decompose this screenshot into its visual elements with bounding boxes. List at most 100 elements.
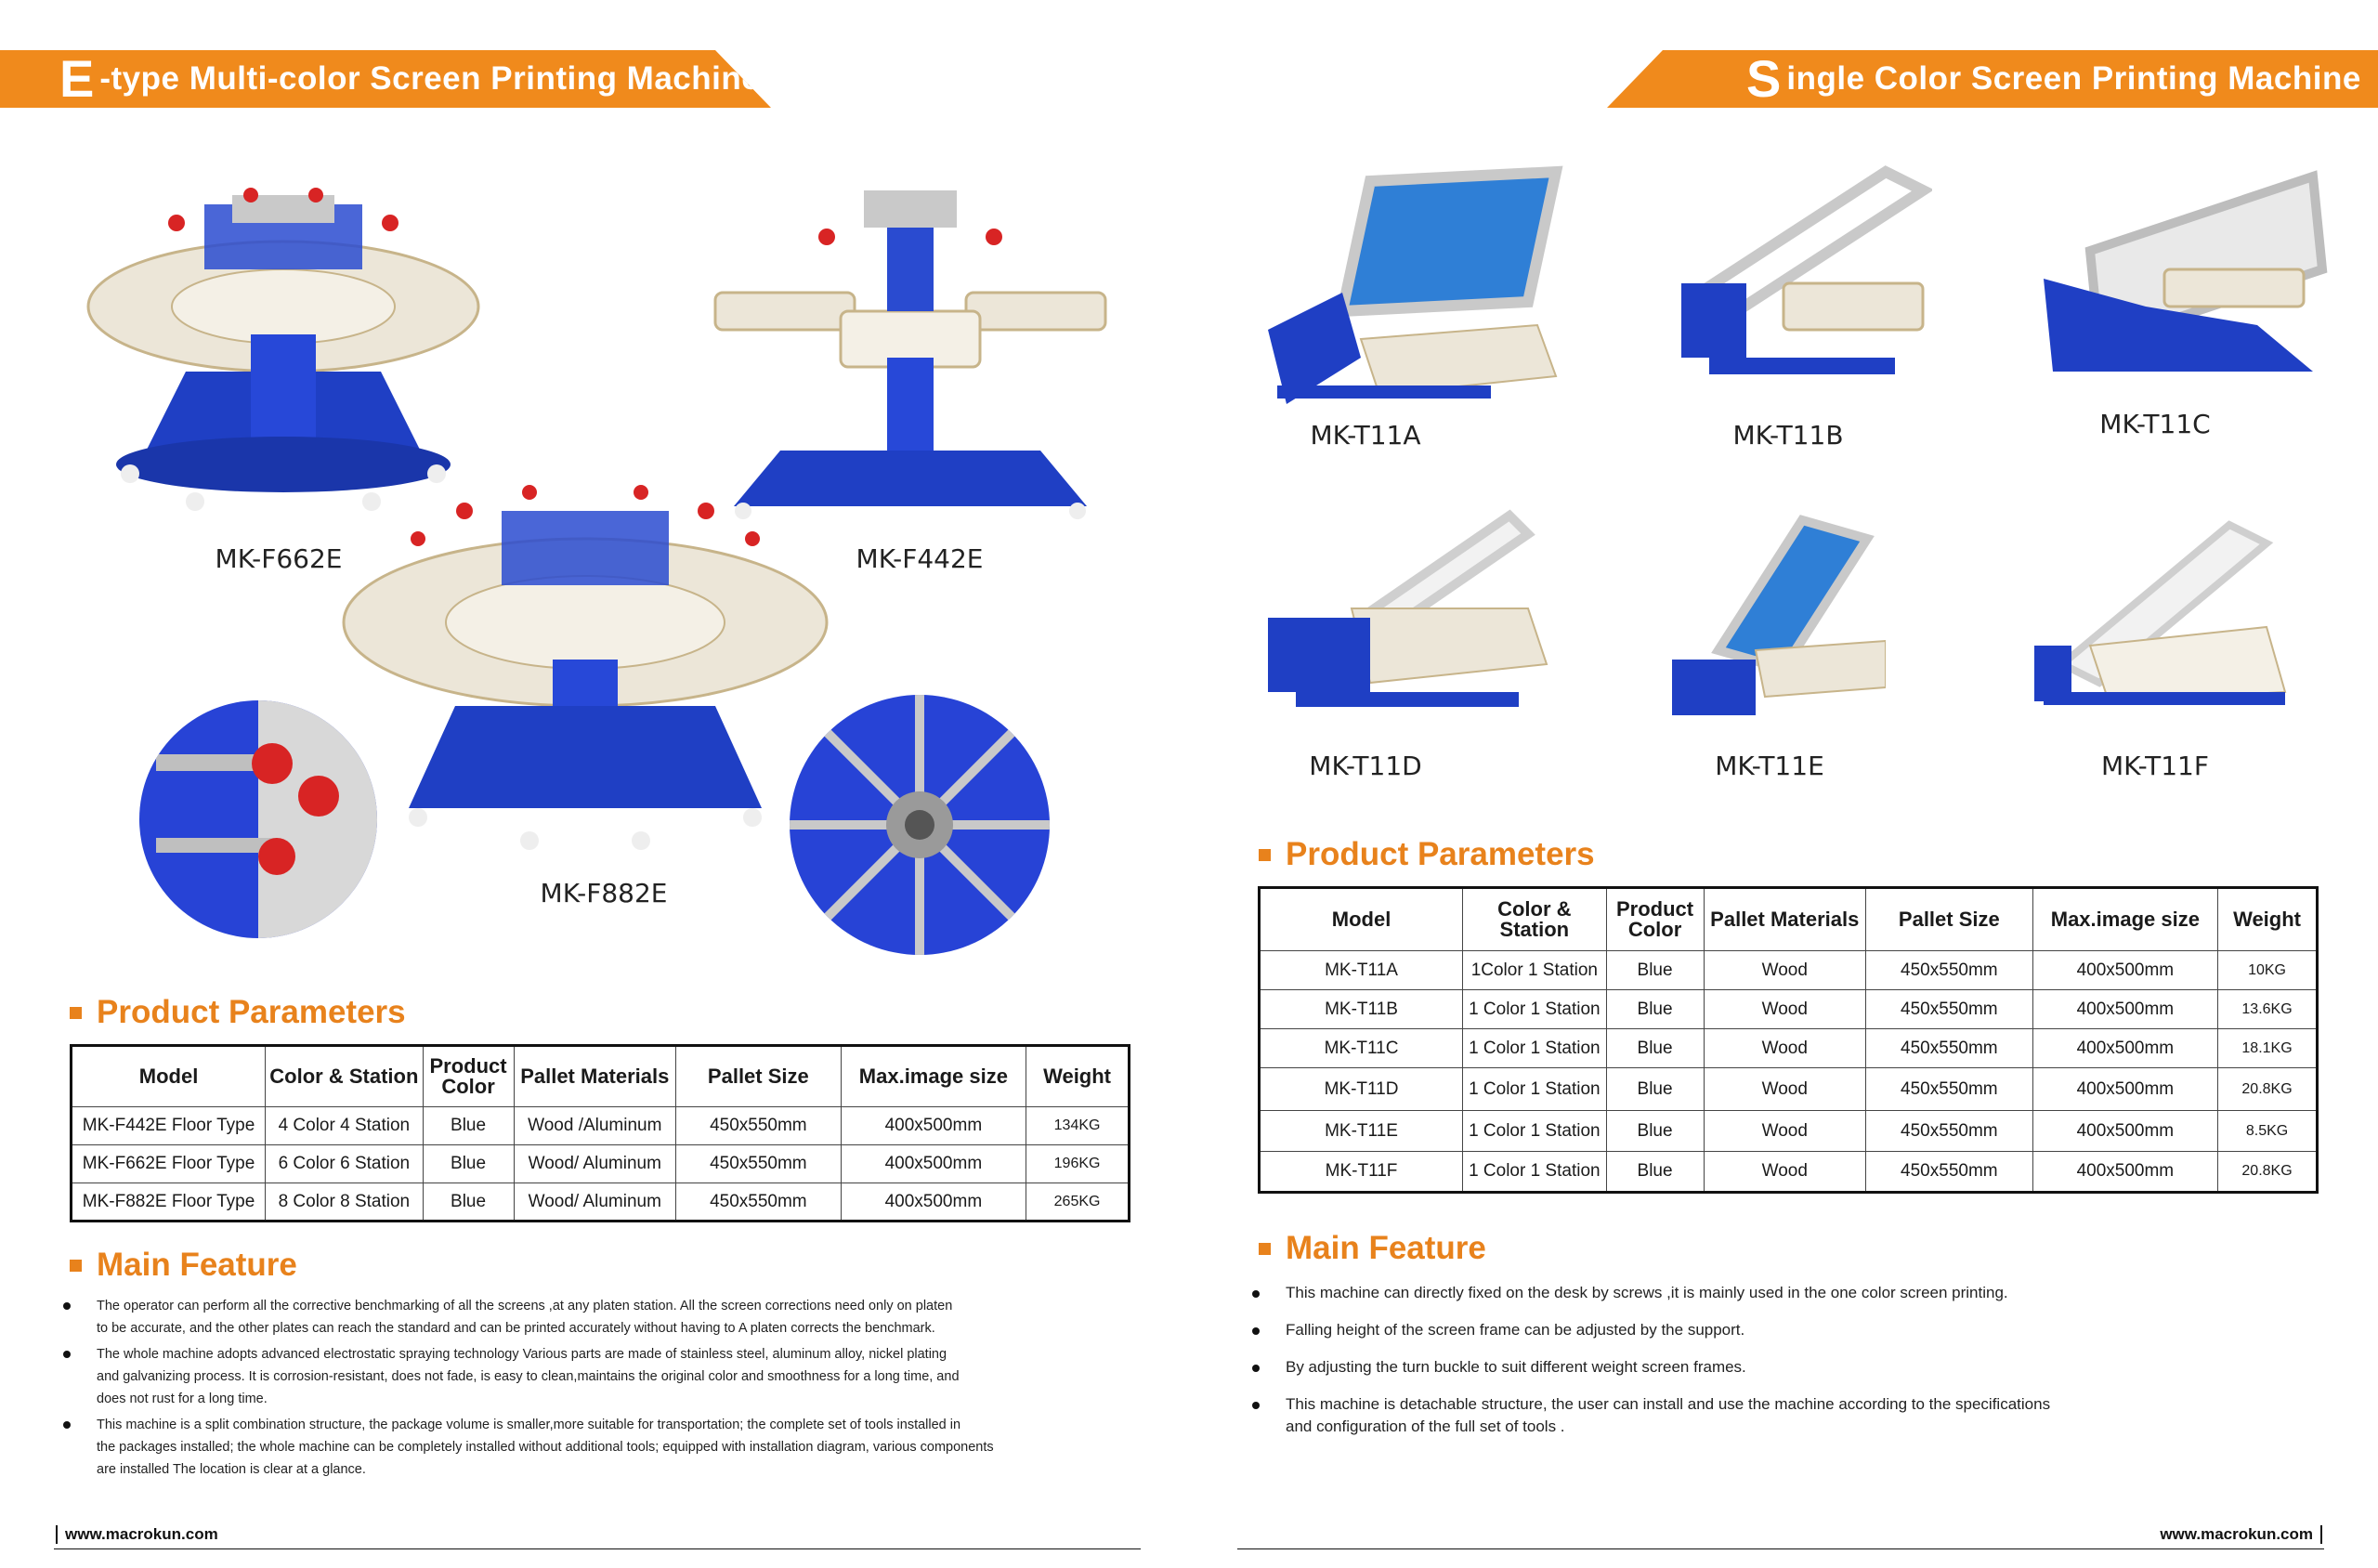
cell: Blue [1605,1067,1705,1111]
table-row: MK-T11D 1 Color 1 Station Blue Wood 450x… [1258,1067,2318,1111]
left-footer-line [54,1548,1141,1549]
list-item: This machine is a split combination stru… [59,1414,1128,1481]
col-header: Pallet Materials [1703,887,1867,951]
cell: 4 Color 4 Station [265,1106,424,1145]
table-row: MK-T11F 1 Color 1 Station Blue Wood 450x… [1258,1151,2318,1193]
model-label-f882e: MK-F882E [540,878,668,908]
cell: 450x550mm [675,1106,842,1145]
right-params-table: Model Color & Station Product Color Pall… [1258,886,2319,1194]
right-params-title-text: Product Parameters [1286,836,1595,872]
col-header: Pallet Materials [513,1045,677,1107]
machine-image-f442e [706,172,1115,525]
cell: 400x500mm [2032,1110,2219,1152]
cell: MK-T11A [1258,950,1464,990]
cell: 20.8KG [2217,1151,2318,1193]
left-params-table: Model Color & Station Product Color Pall… [70,1044,1130,1222]
title-marker [70,1259,82,1272]
cell: Wood [1703,950,1867,990]
feature-line: the packages installed; the whole machin… [97,1440,994,1455]
cell: 400x500mm [840,1106,1027,1145]
machine-image-t11a [1259,163,1565,413]
left-params-title-text: Product Parameters [97,994,406,1030]
right-feature-title-text: Main Feature [1286,1230,1486,1266]
table-row: MK-F442E Floor Type 4 Color 4 Station Bl… [70,1106,1130,1145]
cell: Wood /Aluminum [513,1106,677,1145]
cell: 8 Color 8 Station [265,1183,424,1222]
cell: 400x500mm [2032,1028,2219,1068]
feature-line: The operator can perform all the correct… [97,1299,953,1313]
left-params-title: Product Parameters [70,994,406,1031]
col-header: Product Color [1605,887,1705,951]
cell: 18.1KG [2217,1028,2318,1068]
feature-line: to be accurate, and the other plates can… [97,1321,935,1336]
cell: 450x550mm [1865,989,2033,1029]
feature-line: and configuration of the full set of too… [1286,1418,1565,1435]
cell: MK-F662E Floor Type [70,1144,267,1183]
cell: 1 Color 1 Station [1462,989,1607,1029]
left-feature-title-text: Main Feature [97,1247,297,1283]
detail-image-hub [788,693,1052,957]
cell: 450x550mm [1865,1028,2033,1068]
machine-image-f662e [65,186,502,529]
cell: Wood [1703,1028,1867,1068]
cell: MK-T11C [1258,1028,1464,1068]
right-banner: S ingle Color Screen Printing Machine [1607,50,2378,108]
table-row: MK-F882E Floor Type 8 Color 8 Station Bl… [70,1183,1130,1222]
cell: Blue [1605,950,1705,990]
cell: 450x550mm [1865,950,2033,990]
col-header: Weight [1026,1045,1130,1107]
feature-line: are installed The location is clear at a… [97,1462,366,1477]
col-header: Product Color [422,1045,515,1107]
list-item: The operator can perform all the correct… [59,1295,1128,1339]
right-footer-line [1237,1548,2324,1549]
feature-line: does not rust for a long time. [97,1392,268,1406]
cell: 1 Color 1 Station [1462,1151,1607,1193]
col-header: Weight [2217,887,2318,951]
list-item: Falling height of the screen frame can b… [1248,1319,2317,1341]
cell: 20.8KG [2217,1067,2318,1111]
cell: MK-F882E Floor Type [70,1183,267,1222]
cell: 400x500mm [2032,950,2219,990]
cell: 400x500mm [2032,989,2219,1029]
cell: 1 Color 1 Station [1462,1110,1607,1152]
table-row: MK-F662E Floor Type 6 Color 6 Station Bl… [70,1144,1130,1183]
table-row: MK-T11E 1 Color 1 Station Blue Wood 450x… [1258,1110,2318,1152]
left-banner: E -type Multi-color Screen Printing Mach… [0,50,771,108]
cell: 450x550mm [1865,1151,2033,1193]
model-label-f442e: MK-F442E [856,543,984,574]
cell: Wood [1703,1110,1867,1152]
right-params-title: Product Parameters [1259,836,1595,873]
cell: MK-T11D [1258,1067,1464,1111]
feature-line: This machine is a split combination stru… [97,1418,961,1432]
cell: 134KG [1026,1106,1130,1145]
left-feature-list: The operator can perform all the correct… [59,1295,1128,1484]
left-banner-title: -type Multi-color Screen Printing Machin… [99,60,761,97]
feature-line: and galvanizing process. It is corrosion… [97,1369,960,1384]
cell: MK-T11B [1258,989,1464,1029]
table-row: MK-T11B 1 Color 1 Station Blue Wood 450x… [1258,989,2318,1029]
cell: MK-T11F [1258,1151,1464,1193]
right-footer-url[interactable]: www.macrokun.com [2160,1525,2322,1544]
cell: MK-F442E Floor Type [70,1106,267,1145]
col-header: Pallet Size [675,1045,842,1107]
cell: 400x500mm [840,1144,1027,1183]
cell: Blue [422,1144,515,1183]
table-header-row: Model Color & Station Product Color Pall… [70,1045,1130,1107]
model-label-t11a: MK-T11A [1310,420,1421,451]
machine-image-t11c [2034,167,2332,399]
feature-line: By adjusting the turn buckle to suit dif… [1286,1358,1746,1376]
cell: Blue [422,1183,515,1222]
cell: Blue [1605,989,1705,1029]
machine-image-t11d [1259,506,1565,720]
cell: 8.5KG [2217,1110,2318,1152]
cell: MK-T11E [1258,1110,1464,1152]
col-header: Model [70,1045,267,1107]
model-label-t11d: MK-T11D [1309,751,1422,781]
title-marker [1259,848,1271,861]
title-marker [1259,1242,1271,1255]
cell: Blue [1605,1028,1705,1068]
machine-image-t11b [1653,163,1932,404]
table-header-row: Model Color & Station Product Color Pall… [1258,887,2318,951]
left-footer-url[interactable]: www.macrokun.com [56,1525,218,1544]
detail-image-clamp [137,699,379,940]
